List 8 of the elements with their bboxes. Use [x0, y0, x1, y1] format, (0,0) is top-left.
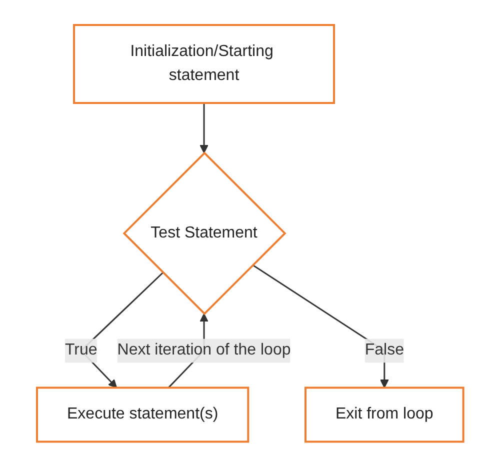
edge-label: False [364, 342, 404, 359]
node-box: Exit from loop [304, 386, 464, 443]
edge-label: True [64, 342, 98, 359]
node-box: Execute statement(s) [36, 386, 250, 443]
node-box: Initialization/Starting statement [72, 24, 335, 104]
edge-label: Next iteration of the loop [117, 342, 291, 359]
node-diamond: Test Statement [122, 152, 286, 316]
arrow [199, 103, 208, 154]
